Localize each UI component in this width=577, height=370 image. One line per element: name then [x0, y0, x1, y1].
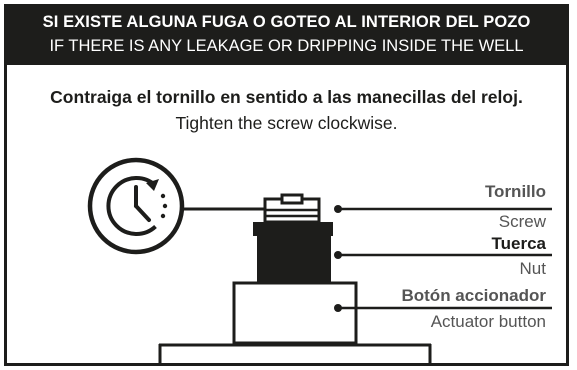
instruction-es: Contraiga el tornillo en sentido a las m…: [50, 87, 523, 107]
screw-diagram: [87, 157, 552, 363]
clockwise-clock-icon: [87, 157, 185, 255]
actuator-label-es: Botón accionador: [401, 286, 546, 305]
actuator-label-en: Actuator button: [430, 312, 546, 331]
nut-leader: [334, 251, 552, 259]
instruction-en: Tighten the screw clockwise.: [175, 113, 398, 133]
nut-label-en: Nut: [519, 259, 546, 278]
well-base: [158, 343, 432, 363]
warning-panel: SI EXISTE ALGUNA FUGA O GOTEO AL INTERIO…: [4, 4, 569, 366]
screw-head: [263, 193, 321, 224]
nut: [253, 222, 333, 282]
header-title-es: SI EXISTE ALGUNA FUGA O GOTEO AL INTERIO…: [42, 13, 531, 31]
screw-label-es: Tornillo: [484, 182, 546, 201]
screw-label-en: Screw: [498, 212, 546, 231]
screw-leader: [334, 205, 552, 213]
nut-label-es: Tuerca: [491, 234, 547, 253]
actuator-leader: [334, 304, 552, 312]
header-banner: SI EXISTE ALGUNA FUGA O GOTEO AL INTERIO…: [7, 7, 566, 65]
actuator-button: [232, 281, 358, 345]
header-title-en: IF THERE IS ANY LEAKAGE OR DRIPPING INSI…: [49, 37, 524, 55]
